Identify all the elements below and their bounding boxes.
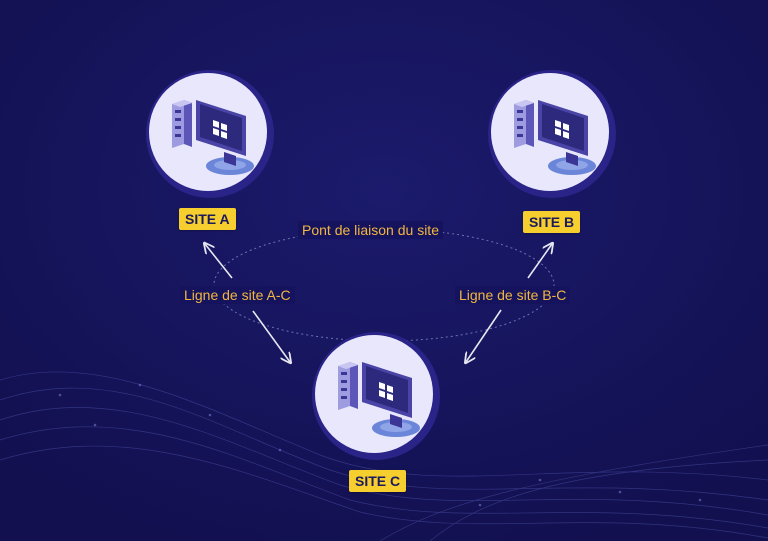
link-b-c-label: Ligne de site B-C	[455, 286, 571, 304]
arrow-a-c-up	[205, 244, 233, 279]
network-wave-decoration	[0, 371, 768, 541]
site-c-computer-icon	[312, 332, 440, 460]
site-a-badge: SITE A	[179, 208, 236, 230]
site-b-badge: SITE B	[523, 211, 581, 233]
site-c-badge: SITE C	[349, 470, 407, 492]
site-bridge-label: Pont de liaison du site	[298, 221, 443, 239]
arrow-a-c-down	[252, 310, 290, 362]
site-b-computer-icon	[488, 70, 616, 198]
arrow-b-c-down	[466, 309, 502, 362]
link-a-c-label: Ligne de site A-C	[180, 286, 295, 304]
site-a-computer-icon	[146, 70, 274, 198]
arrow-b-c-up	[527, 244, 552, 279]
